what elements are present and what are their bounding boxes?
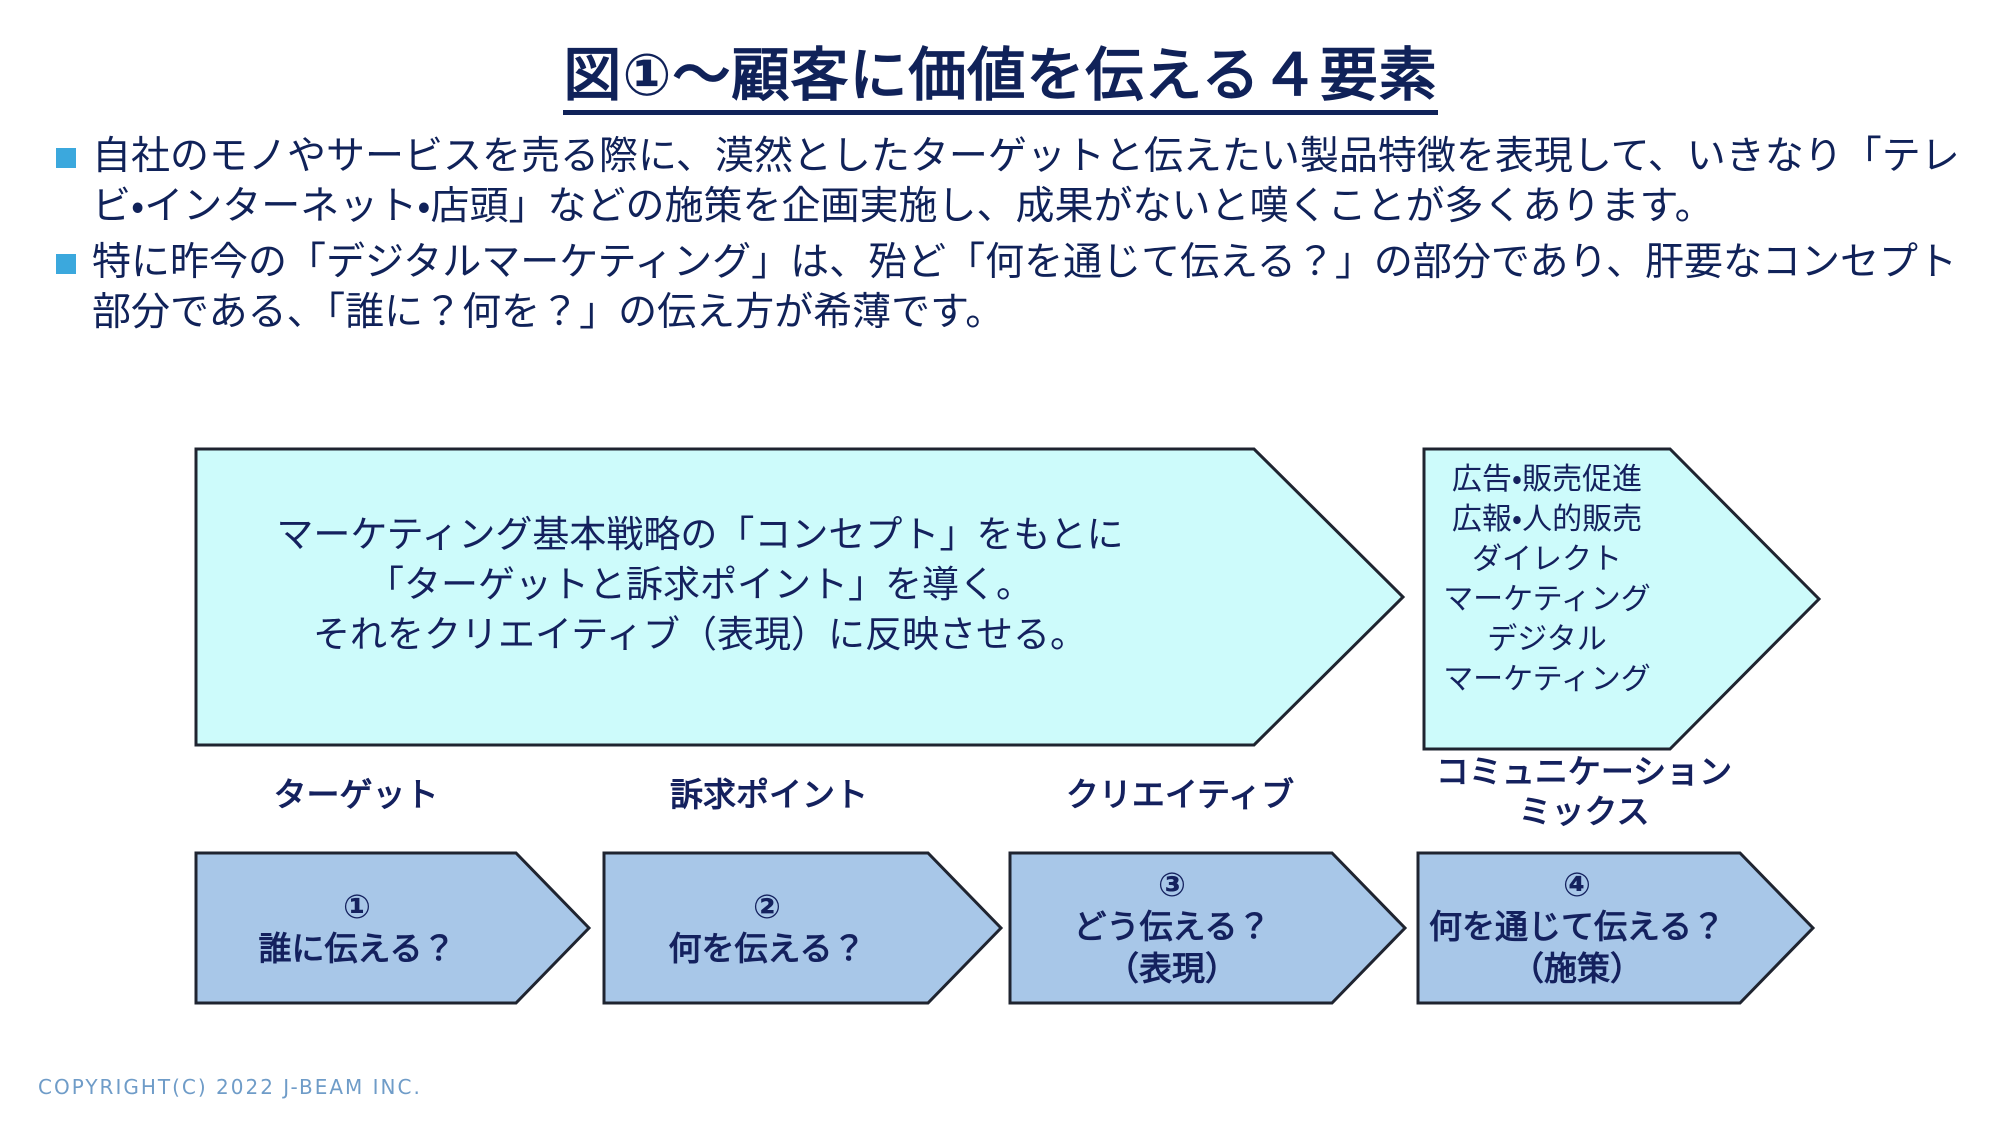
bullet-list: 自社のモノやサービスを売る際に、漠然としたターゲットと伝えたい製品特徴を表現して…: [56, 132, 1974, 344]
step-label-communication-mix-line-1: コミュニケーション: [1435, 753, 1733, 790]
page-title: 図①〜顧客に価値を伝える４要素: [0, 28, 2001, 115]
page-title-text: 図①〜顧客に価値を伝える４要素: [563, 43, 1438, 115]
step-label-appeal-point: 訴求ポイント: [670, 776, 868, 813]
copyright-footer: COPYRIGHT(C) 2022 J-BEAM INC.: [38, 1075, 422, 1099]
square-bullet-icon: [56, 148, 76, 168]
list-item: 特に昨今の「デジタルマーケティング」は、殆ど「何を通じて伝える？」の部分であり、…: [56, 238, 1974, 338]
chevron-3-shape: [1008, 851, 1408, 1005]
step-label-creative: クリエイティブ: [1065, 776, 1295, 813]
chevron-2-shape: [602, 851, 1004, 1005]
step-label-target: ターゲット: [273, 776, 439, 813]
chevron-4-shape: [1416, 851, 1816, 1005]
square-bullet-icon: [56, 254, 76, 274]
concept-arrow-shape: [194, 447, 1406, 747]
chevron-1-shape: [194, 851, 592, 1005]
bullet-text-1: 自社のモノやサービスを売る際に、漠然としたターゲットと伝えたい製品特徴を表現して…: [92, 135, 1960, 228]
list-item: 自社のモノやサービスを売る際に、漠然としたターゲットと伝えたい製品特徴を表現して…: [56, 132, 1974, 232]
step-label-communication-mix: コミュニケーション ミックス: [1408, 752, 1760, 832]
bullet-text-2: 特に昨今の「デジタルマーケティング」は、殆ど「何を通じて伝える？」の部分であり、…: [92, 241, 1957, 334]
step-label-communication-mix-line-2: ミックス: [1518, 793, 1650, 830]
communication-mix-arrow-shape: [1422, 447, 1822, 751]
